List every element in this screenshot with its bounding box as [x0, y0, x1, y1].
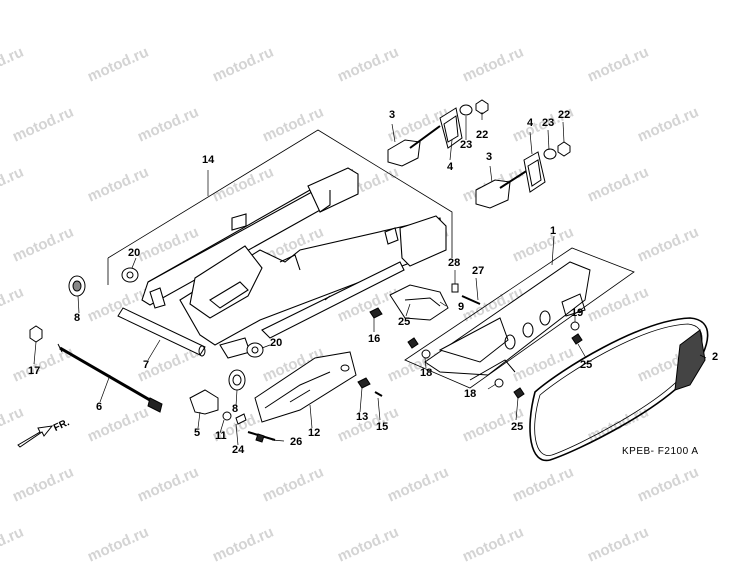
chain-guide-1 [424, 261, 591, 381]
callout-5: 5 [194, 427, 201, 439]
swingarm-frame [107, 129, 453, 285]
callout-19: 19 [571, 307, 584, 319]
nut-17 [29, 325, 43, 343]
callout-25: 25 [580, 359, 593, 371]
callout-14: 14 [202, 154, 215, 166]
callout-7: 7 [143, 359, 150, 371]
callout-20: 20 [128, 247, 141, 259]
swingarm [141, 167, 447, 359]
drive-chain-2 [529, 317, 709, 462]
adjuster-left [387, 99, 489, 167]
callout-15: 15 [376, 421, 389, 433]
callout-16: 16 [368, 333, 381, 345]
callout-23: 23 [460, 139, 473, 151]
callout-18: 18 [420, 367, 433, 379]
bushing-20 [121, 267, 264, 358]
callout-4: 4 [447, 161, 454, 173]
callout-18: 18 [464, 388, 477, 400]
callout-3: 3 [486, 151, 493, 163]
pivot-bolt-6 [57, 343, 163, 413]
guard-12 [254, 351, 357, 423]
callout-9: 9 [458, 301, 465, 313]
front-arrow-icon [17, 425, 54, 448]
callout-8: 8 [74, 312, 81, 324]
callout-13: 13 [356, 411, 369, 423]
bracket-9 [389, 284, 449, 321]
collar-7 [117, 307, 206, 356]
callout-20: 20 [270, 337, 283, 349]
callout-11: 11 [215, 430, 227, 442]
callout-1: 1 [550, 225, 557, 237]
callout-12: 12 [308, 427, 321, 439]
callout-3: 3 [389, 109, 396, 121]
adjuster-right [475, 141, 571, 209]
leader-lines [33, 112, 707, 446]
callout-8: 8 [232, 403, 239, 415]
callout-24: 24 [232, 444, 245, 456]
slider-5 [189, 389, 219, 415]
callout-25: 25 [511, 421, 524, 433]
callout-17: 17 [28, 365, 41, 377]
callout-2: 2 [712, 351, 719, 363]
callout-25: 25 [398, 316, 411, 328]
callout-28: 28 [448, 257, 461, 269]
callout-23: 23 [542, 117, 555, 129]
chain-guide-frame [404, 247, 635, 389]
callout-4: 4 [527, 117, 534, 129]
bearing-8 [68, 275, 246, 391]
callout-27: 27 [472, 265, 485, 277]
figure-code: KPEB- F2100 A [622, 446, 699, 457]
callout-22: 22 [558, 109, 571, 121]
callout-26: 26 [290, 436, 303, 448]
callout-6: 6 [96, 401, 103, 413]
callout-22: 22 [476, 129, 489, 141]
